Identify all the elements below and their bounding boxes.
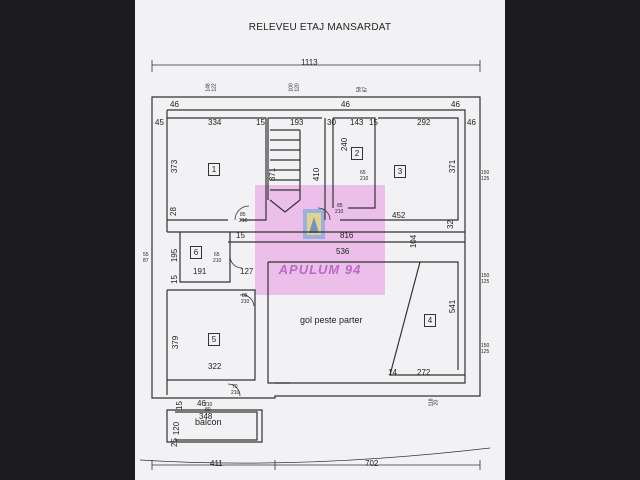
opening-top-3-h: 87 <box>362 86 369 93</box>
opening-right-1: 150 <box>481 170 490 176</box>
room-number-2: 2 <box>351 147 363 160</box>
door-tag-6-h: 210 <box>231 390 240 396</box>
door-tag-3: 85 <box>337 203 343 209</box>
watermark-text: APULUM 94 <box>278 262 362 277</box>
plan-title: RELEVEU ETAJ MANSARDAT <box>248 22 392 33</box>
opening-right-2-h: 125 <box>481 279 490 285</box>
dim: 272 <box>417 368 431 377</box>
dim: 32 <box>445 220 455 229</box>
dim: 410 <box>312 167 322 182</box>
door-tag-1: 85 <box>240 212 246 218</box>
dim: 15 <box>256 118 265 127</box>
dim: 292 <box>417 118 431 127</box>
dim: 195 <box>170 248 180 263</box>
dim: 452 <box>392 211 406 220</box>
door-tag-4: 65 <box>214 252 220 258</box>
opening-right-3-h: 125 <box>481 349 490 355</box>
door-tag-3-h: 210 <box>335 209 344 215</box>
door-tag-5-h: 210 <box>241 299 250 305</box>
dim: 541 <box>448 299 458 314</box>
dim: 373 <box>170 159 180 174</box>
door-tag-balcony: 80 <box>205 407 211 413</box>
dim: 120 <box>172 421 182 436</box>
dim: 193 <box>290 118 304 127</box>
door-tag-5: 85 <box>242 293 248 299</box>
opening-bottom-right-h: 20 <box>433 399 440 406</box>
dim: 322 <box>208 362 222 371</box>
dim: 536 <box>336 247 350 256</box>
dim: 25 <box>169 438 179 447</box>
opening-right-1-h: 125 <box>481 176 490 182</box>
dim: 127 <box>240 267 254 276</box>
dim: 46 <box>197 399 206 408</box>
door-tag-2: 65 <box>360 170 366 176</box>
dim-bottom-left: 411 <box>210 459 223 468</box>
room-number-5: 5 <box>208 333 220 346</box>
dim: 46 <box>170 100 179 109</box>
opening-left: 55 <box>143 252 149 258</box>
dim: 240 <box>340 137 350 152</box>
opening-right-3: 150 <box>481 343 490 349</box>
dim: 15 <box>174 401 184 410</box>
dim: 46 <box>467 118 476 127</box>
dim: 348 <box>199 412 213 421</box>
dim: 334 <box>208 118 222 127</box>
room-number-1: 1 <box>208 163 220 176</box>
door-tag-1-h: 210 <box>239 218 248 224</box>
dim: 15 <box>369 118 378 127</box>
door-tag-balcony-h: 210 <box>204 402 213 408</box>
dim: 371 <box>448 159 458 174</box>
room-number-6: 6 <box>190 246 202 259</box>
dim: 371 <box>268 167 278 182</box>
dim: 143 <box>350 118 364 127</box>
room-number-4: 4 <box>424 314 436 327</box>
opening-top-1-h: 122 <box>211 83 218 92</box>
dim: 30 <box>327 118 336 127</box>
door-tag-6: 70 <box>232 384 238 390</box>
dim: 15 <box>169 275 179 284</box>
dim: 28 <box>168 207 178 216</box>
room-number-3: 3 <box>394 165 406 178</box>
dim: 816 <box>340 231 354 240</box>
dim: 104 <box>409 234 419 249</box>
watermark-band <box>255 185 385 295</box>
dim: 45 <box>155 118 164 127</box>
opening-top-2-h: 120 <box>294 83 301 92</box>
dim-total-top: 1113 <box>301 58 318 67</box>
dim: 15 <box>236 231 245 240</box>
dim: 379 <box>171 335 181 350</box>
dim: 191 <box>193 267 207 276</box>
door-tag-4-h: 210 <box>213 258 222 264</box>
dim: 14 <box>388 368 397 377</box>
dim: 46 <box>341 100 350 109</box>
opening-left-h: 87 <box>143 258 149 264</box>
dim-bottom-right: 702 <box>365 459 379 468</box>
dim: 46 <box>451 100 460 109</box>
balcony-label: balcon <box>195 417 222 427</box>
door-tag-2-h: 210 <box>360 176 369 182</box>
void-label: gol peste parter <box>300 315 363 325</box>
opening-right-2: 150 <box>481 273 490 279</box>
